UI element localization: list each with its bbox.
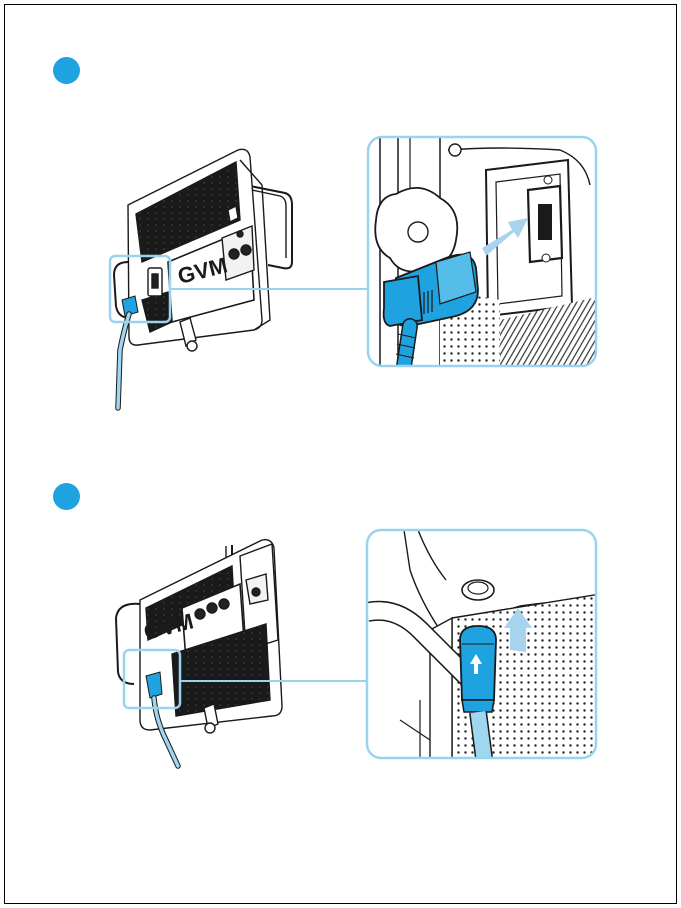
panel-light-icon	[114, 149, 292, 351]
callout-detail-2	[367, 530, 600, 758]
panel-light-icon	[116, 540, 282, 733]
callout-detail-1	[368, 137, 600, 366]
power-plug-icon	[118, 296, 138, 408]
